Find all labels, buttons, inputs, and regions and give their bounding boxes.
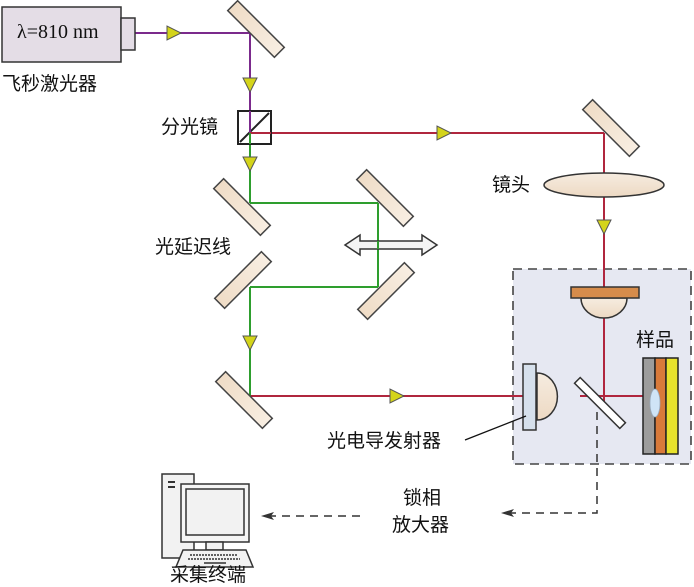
sample xyxy=(642,357,679,455)
delay-line-label: 光延迟线 xyxy=(155,236,232,258)
arrow-right-3 xyxy=(389,388,406,404)
laser-wavelength-label: λ=810 nm xyxy=(17,21,99,43)
delay-stage-double-arrow xyxy=(343,233,439,257)
delay-mirror-2 xyxy=(355,168,415,228)
emitter-leader-line xyxy=(464,415,527,441)
terminal-label: 采集终端 xyxy=(170,564,247,586)
mirrors xyxy=(212,0,641,430)
femtosecond-laser xyxy=(1,6,136,63)
signal-path xyxy=(268,412,598,517)
arrow-down-3 xyxy=(596,219,612,236)
beam-splitter-label: 分光镜 xyxy=(161,116,219,138)
lens xyxy=(543,172,665,198)
ito-plate xyxy=(573,376,627,430)
arrow-right-1 xyxy=(166,25,183,41)
emitter-label: 光电导发射器 xyxy=(327,430,442,452)
parabolic-mirror-top xyxy=(570,286,640,319)
delay-mirror-3 xyxy=(213,250,273,310)
mirror-1 xyxy=(226,0,286,59)
sample-label: 样品 xyxy=(636,329,675,351)
computer-icon xyxy=(161,473,255,568)
beam-direction-arrows xyxy=(166,25,612,404)
lockin-label-line2: 放大器 xyxy=(392,514,450,536)
lens-label: 镜头 xyxy=(492,174,531,196)
arrow-right-2 xyxy=(436,125,453,141)
beam-splitter xyxy=(237,110,272,145)
arrow-down-2 xyxy=(242,156,258,173)
delay-mirror-4 xyxy=(356,261,416,321)
signal-arrowhead-1 xyxy=(501,509,514,517)
mirror-3 xyxy=(214,370,274,430)
signal-arrowhead-2 xyxy=(261,512,274,520)
laser-name-label: 飞秒激光器 xyxy=(2,73,98,95)
photoconductive-emitter xyxy=(522,363,559,431)
delay-mirror-1 xyxy=(212,177,272,237)
mirror-2 xyxy=(581,98,641,158)
arrow-down-4 xyxy=(242,335,258,352)
lockin-label-line1: 锁相 xyxy=(403,487,442,509)
arrow-down-1 xyxy=(242,77,258,94)
